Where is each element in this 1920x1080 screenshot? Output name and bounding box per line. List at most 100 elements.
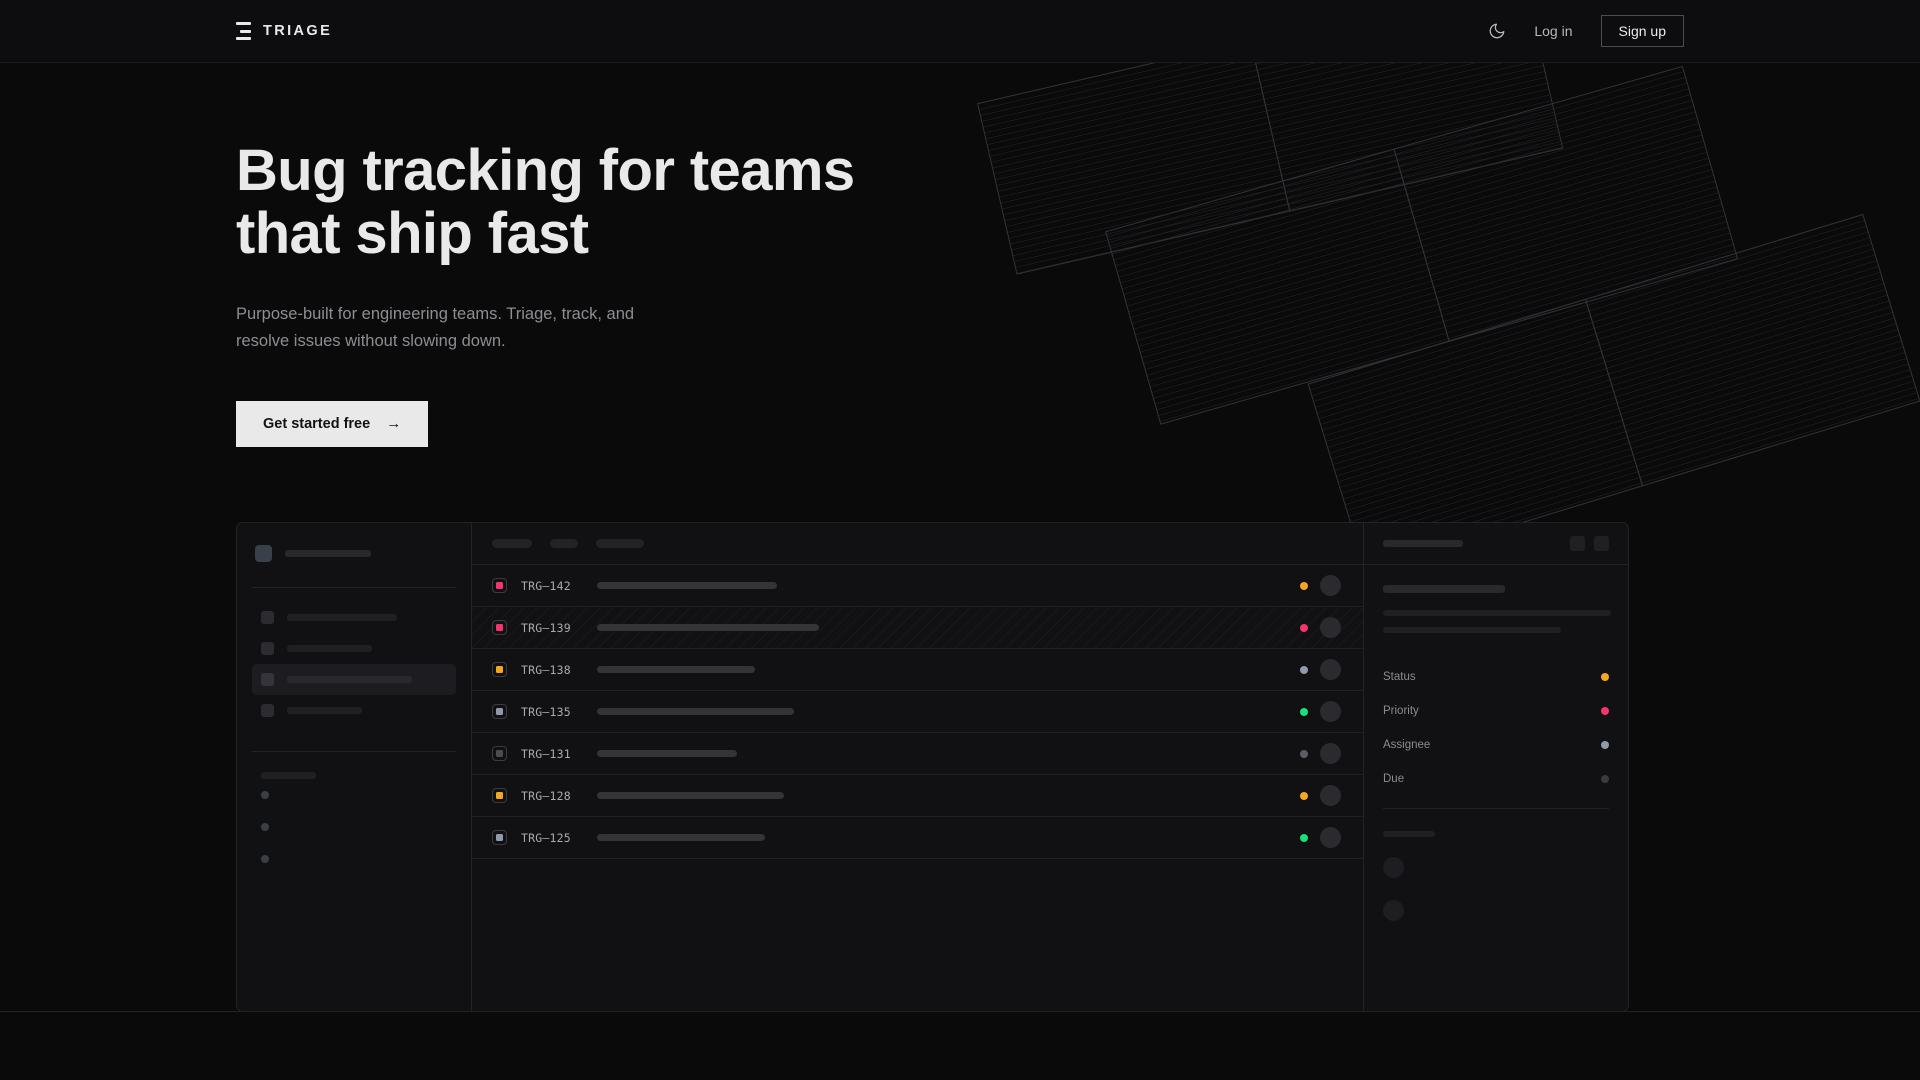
detail-meta-row[interactable]: Status	[1383, 660, 1609, 694]
sidebar-nav-item[interactable]	[252, 633, 456, 664]
issue-title-skeleton	[597, 792, 784, 799]
detail-header	[1364, 523, 1628, 565]
toolbar-filter-chip[interactable]	[596, 539, 644, 548]
detail-footer	[1383, 809, 1609, 921]
brand-logo[interactable]: TRIAGE	[236, 22, 332, 40]
issue-title-skeleton	[597, 666, 755, 673]
navbar-actions: Log in Sign up	[1488, 15, 1684, 47]
issue-type-icon	[492, 662, 507, 677]
sidebar-mini-item[interactable]	[252, 779, 456, 811]
sidebar-nav-item[interactable]	[252, 664, 456, 695]
issue-type-icon	[492, 746, 507, 761]
detail-meta-label: Due	[1383, 773, 1405, 785]
list-toolbar	[472, 523, 1363, 565]
signup-button[interactable]: Sign up	[1600, 15, 1684, 47]
subhead-line-1: Purpose-built for engineering teams. Tri…	[236, 305, 635, 324]
login-link[interactable]: Log in	[1534, 23, 1573, 39]
issue-status-dot	[1300, 665, 1308, 674]
issue-title-skeleton	[597, 834, 765, 841]
detail-meta-label: Assignee	[1383, 739, 1431, 751]
issue-id: TRG–125	[521, 830, 571, 845]
preview-sidebar	[237, 523, 472, 1011]
nav-item-label-skeleton	[287, 707, 362, 714]
workspace-switcher[interactable]	[252, 541, 456, 562]
detail-meta-row[interactable]: Due	[1383, 762, 1609, 796]
issue-id: TRG–139	[521, 620, 571, 635]
mini-item-icon	[261, 855, 269, 863]
issue-id: TRG–131	[521, 746, 571, 761]
mini-item-icon	[261, 791, 269, 799]
detail-meta-value-dot	[1601, 775, 1609, 783]
issue-row-meta	[1300, 785, 1363, 806]
detail-action-button[interactable]	[1570, 536, 1585, 551]
issue-row-meta	[1300, 617, 1363, 638]
table-row[interactable]: TRG–139	[472, 607, 1363, 649]
issue-row-meta	[1300, 701, 1363, 722]
headline-line-1: Bug tracking for teams	[236, 138, 855, 203]
subhead-line-2: resolve issues without slowing down.	[236, 331, 506, 350]
nav-item-icon	[261, 673, 274, 686]
detail-body-line-skeleton	[1383, 627, 1561, 633]
get-started-button[interactable]: Get started free →	[236, 400, 429, 447]
issue-row-meta	[1300, 659, 1363, 680]
detail-meta-row[interactable]: Assignee	[1383, 728, 1609, 762]
avatar	[1320, 701, 1341, 722]
detail-meta-value-dot	[1601, 673, 1609, 681]
workspace-avatar-icon	[255, 545, 272, 562]
section-label-skeleton	[261, 772, 316, 779]
detail-action-button[interactable]	[1594, 536, 1609, 551]
workspace-name-skeleton	[285, 550, 371, 557]
avatar	[1383, 900, 1404, 921]
mini-item-icon	[261, 823, 269, 831]
moon-icon[interactable]	[1488, 22, 1506, 40]
table-row[interactable]: TRG–131	[472, 733, 1363, 775]
sidebar-nav-item[interactable]	[252, 695, 456, 726]
detail-footer-label-skeleton	[1383, 831, 1435, 837]
page-title: Bug tracking for teams that ship fast	[236, 138, 996, 265]
table-row[interactable]: TRG–125	[472, 817, 1363, 859]
issue-id: TRG–135	[521, 704, 571, 719]
avatar	[1320, 827, 1341, 848]
detail-body-title-skeleton	[1383, 585, 1505, 593]
detail-meta-row[interactable]: Priority	[1383, 694, 1609, 728]
issue-status-dot	[1300, 707, 1308, 716]
table-row[interactable]: TRG–128	[472, 775, 1363, 817]
avatar	[1320, 575, 1341, 596]
issue-status-dot	[1300, 791, 1308, 800]
toolbar-filter-chip[interactable]	[550, 539, 578, 548]
sidebar-divider-top	[252, 587, 456, 588]
sidebar-divider-bottom	[252, 751, 456, 752]
hero-subheadline: Purpose-built for engineering teams. Tri…	[236, 301, 716, 354]
table-row[interactable]: TRG–138	[472, 649, 1363, 691]
sidebar-mini-item[interactable]	[252, 843, 456, 875]
table-row[interactable]: TRG–135	[472, 691, 1363, 733]
table-row[interactable]: TRG–142	[472, 565, 1363, 607]
issue-status-dot	[1300, 581, 1308, 590]
issue-status-dot	[1300, 749, 1308, 758]
avatar	[1320, 743, 1341, 764]
issue-type-icon	[492, 620, 507, 635]
issue-row-meta	[1300, 743, 1363, 764]
issue-row-meta	[1300, 575, 1363, 596]
detail-action-buttons	[1570, 536, 1609, 551]
avatar	[1383, 857, 1404, 878]
sidebar-nav-item[interactable]	[252, 602, 456, 633]
issue-id: TRG–142	[521, 578, 571, 593]
sidebar-mini-item[interactable]	[252, 811, 456, 843]
issue-status-dot	[1300, 833, 1308, 842]
detail-meta-value-dot	[1601, 707, 1609, 715]
arrow-right-icon: →	[386, 415, 402, 433]
brand-name: TRIAGE	[263, 23, 333, 39]
nav-item-icon	[261, 642, 274, 655]
nav-item-label-skeleton	[287, 676, 412, 683]
toolbar-filter-chip[interactable]	[492, 539, 532, 548]
issue-title-skeleton	[597, 708, 794, 715]
issue-type-icon	[492, 830, 507, 845]
issue-title-skeleton	[597, 582, 777, 589]
